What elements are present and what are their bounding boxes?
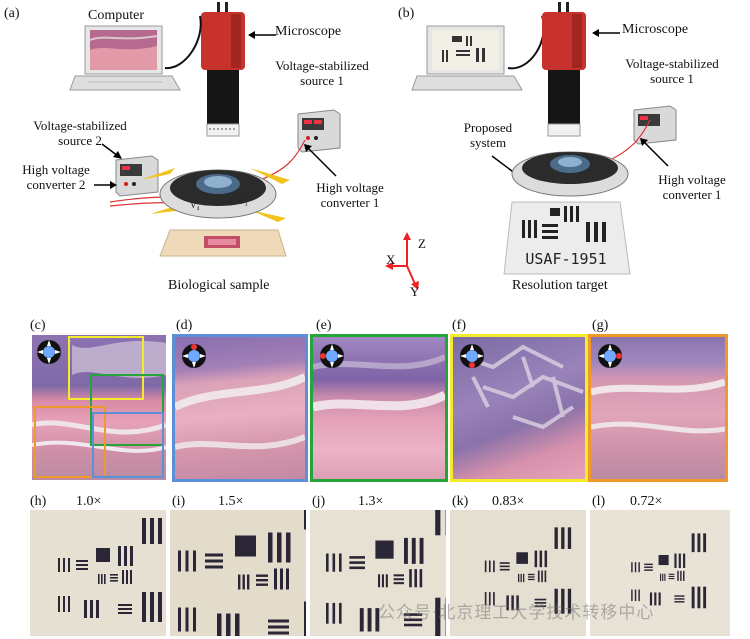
microscope-label: Microscope: [275, 24, 342, 39]
usaf-pattern: [178, 510, 306, 636]
hv-conv2-label: High voltage converter 2: [22, 162, 90, 192]
target-image-k: [450, 510, 586, 636]
roi-yellow: [68, 336, 144, 400]
axis-z-label: Z: [418, 236, 426, 251]
panel-a-letter: (a): [4, 6, 20, 21]
resolution-target-caption: Resolution target: [512, 278, 608, 293]
tissue-zoom-e: [310, 334, 448, 482]
xyz-axes-icon: [385, 232, 419, 290]
arrow-icon: [304, 144, 337, 177]
panel-a: (a) Computer Microscope Voltage-stabiliz…: [0, 0, 384, 300]
power-supply-icon: [633, 105, 677, 145]
panel-c-letter: (c): [30, 318, 46, 333]
panel-b-letter: (b): [398, 6, 415, 21]
scale-j: 1.3×: [358, 494, 384, 509]
electrode-indicator-icon: [37, 340, 61, 364]
roi-orange: [34, 406, 106, 478]
electrode-indicator-icon: [460, 344, 484, 368]
usaf-pattern: [484, 527, 572, 614]
microscope-label: Microscope: [622, 22, 689, 37]
tissue-overview-image: [32, 335, 166, 480]
arrow-icon: [94, 181, 117, 189]
panel-j-letter: (j): [312, 494, 326, 509]
roi-blue: [92, 412, 164, 478]
vs-source1-label: Voltage-stabilized source 1: [275, 58, 369, 88]
microscope-icon: [201, 2, 245, 137]
vs-source2-label: Voltage-stabilized source 2: [33, 118, 127, 148]
electrode-indicator-icon: [598, 344, 622, 368]
power-supply-icon: [115, 155, 159, 197]
biological-sample-caption: Biological sample: [168, 278, 270, 293]
power-supply-icon: [297, 109, 341, 153]
liquid-lens-device-icon: V₄ V₃: [109, 139, 306, 222]
laptop-icon: [411, 25, 523, 91]
target-image-j: [310, 510, 446, 636]
cable: [164, 15, 202, 70]
tissue-zoom-f: [450, 334, 588, 482]
panel-h-letter: (h): [30, 494, 47, 509]
watermark: 公众号·北京理工大学技术转移中心: [378, 603, 655, 623]
panel-e-letter: (e): [316, 318, 332, 333]
target-image-l: [590, 510, 730, 636]
scale-i: 1.5×: [218, 494, 244, 509]
target-image-i: [170, 510, 306, 636]
v3-label: V₃: [238, 196, 248, 206]
axis-y-label: Y: [410, 284, 420, 299]
usaf-pattern: [631, 533, 707, 609]
panel-k-letter: (k): [452, 494, 469, 509]
scale-h: 1.0×: [76, 494, 102, 509]
hv-conv1-label: High voltage converter 1: [658, 172, 726, 202]
panel-d-letter: (d): [176, 318, 193, 333]
arrow-icon: [248, 31, 276, 39]
computer-label: Computer: [88, 8, 144, 23]
liquid-lens-device-icon: [511, 119, 651, 197]
arrow-icon: [640, 138, 669, 167]
proposed-system-label: Proposed system: [463, 120, 513, 150]
v4-label: V₄: [190, 200, 200, 210]
electrode-indicator-icon: [182, 344, 206, 368]
target-text: USAF-1951: [525, 250, 606, 268]
roi-green: [90, 374, 164, 446]
arrow-icon: [101, 143, 122, 159]
usaf-pattern: [58, 518, 162, 622]
vs-source1-label: Voltage-stabilized source 1: [625, 56, 719, 86]
usaf-pattern: [326, 510, 446, 636]
electrode-indicator-icon: [320, 344, 344, 368]
scale-l: 0.72×: [630, 494, 663, 509]
arrow-icon: [592, 29, 620, 37]
panel-i-letter: (i): [172, 494, 186, 509]
axis-x-label: X: [386, 252, 396, 267]
panel-f-letter: (f): [452, 318, 466, 333]
microscope-icon: [542, 2, 586, 137]
sample-slide-icon: [159, 229, 287, 257]
laptop-icon: [69, 25, 181, 91]
scale-k: 0.83×: [492, 494, 525, 509]
tissue-zoom-g: [588, 334, 728, 482]
panel-g-letter: (g): [592, 318, 609, 333]
tissue-zoom-d: [172, 334, 308, 482]
hv-conv1-label: High voltage converter 1: [316, 180, 384, 210]
panel-l-letter: (l): [592, 494, 606, 509]
target-image-h: [30, 510, 166, 636]
panel-b: (b) Microscope Voltage-stabilized source…: [390, 0, 750, 300]
resolution-target-icon: USAF-1951: [503, 201, 631, 275]
